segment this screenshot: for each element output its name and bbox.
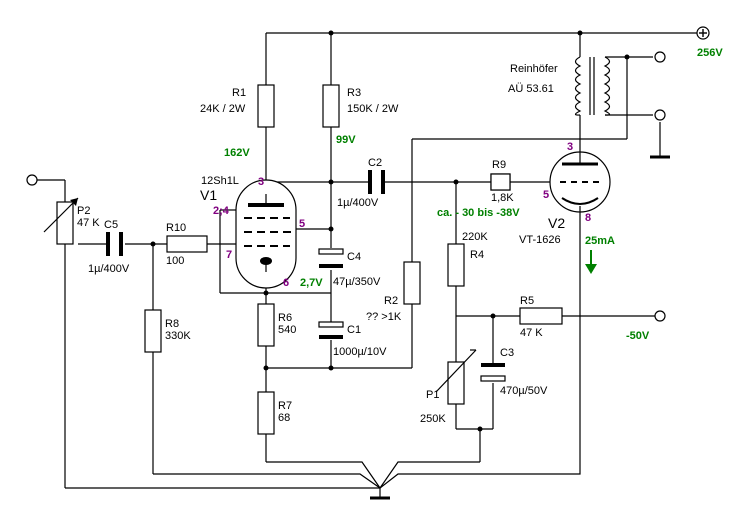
c5-value: 1µ/400V — [88, 263, 130, 275]
capacitor-c2 — [368, 170, 385, 194]
resistor-r4 — [447, 243, 465, 287]
potentiometer-p1 — [435, 349, 477, 405]
capacitor-c4 — [318, 248, 344, 268]
v1-pin-heater: 6 — [283, 277, 289, 289]
r7-ref: R7 — [278, 400, 292, 412]
r4-ref: R4 — [470, 249, 484, 261]
capacitor-c1 — [318, 321, 344, 339]
v1-ref: V1 — [200, 187, 217, 203]
r5-value: 47 K — [520, 327, 543, 339]
resistor-r2 — [403, 261, 421, 305]
v1-screen-voltage: 99V — [336, 134, 356, 146]
c5-ref: C5 — [104, 219, 118, 231]
resistor-r5 — [519, 307, 563, 325]
v1-cathode-voltage: 2,7V — [300, 277, 323, 289]
r3-ref: R3 — [347, 87, 361, 99]
resistor-r10 — [166, 235, 208, 253]
r9-value: 1,8K — [491, 192, 514, 204]
r1-ref: R1 — [232, 87, 246, 99]
v2-pin-anode: 3 — [567, 141, 573, 153]
resistor-r3 — [322, 84, 340, 128]
r6-ref: R6 — [278, 312, 292, 324]
r8-ref: R8 — [165, 318, 179, 330]
capacitor-c5 — [106, 232, 123, 256]
c2-ref: C2 — [368, 157, 382, 169]
output-transformer — [574, 56, 611, 116]
potentiometer-p2 — [43, 197, 79, 245]
resistor-r8 — [144, 309, 162, 353]
c1-value: 1000µ/10V — [333, 346, 387, 358]
r7-value: 68 — [278, 412, 290, 424]
v2-pin-cathode: 8 — [585, 212, 591, 224]
r5-ref: R5 — [520, 295, 534, 307]
p2-value: 47 K — [77, 217, 100, 229]
v1-pin-cathode: 7 — [226, 249, 232, 261]
c1-ref: C1 — [347, 324, 361, 336]
r9-ref: R9 — [492, 159, 506, 171]
current-arrow — [585, 250, 597, 274]
junction-dots — [150, 30, 630, 432]
c4-value: 47µ/350V — [333, 276, 381, 288]
input-terminal — [26, 174, 38, 186]
v1-pin-anode: 3 — [258, 176, 264, 188]
labels: R1 24K / 2W R3 150K / 2W C2 1µ/400V R9 1… — [77, 47, 723, 425]
c3-ref: C3 — [500, 347, 514, 359]
tube-v2 — [549, 150, 611, 230]
output-terminal-top — [654, 51, 666, 63]
resistor-r6 — [257, 303, 275, 347]
bias-voltage: -50V — [626, 330, 650, 342]
terminals — [26, 26, 710, 322]
resistor-r9-body — [490, 173, 511, 191]
v2-grid-voltage: ca. - 30 bis -38V — [437, 207, 520, 219]
r10-ref: R10 — [166, 222, 186, 234]
v2-pin-grid: 5 — [543, 189, 549, 201]
output-terminal-bottom — [654, 109, 666, 121]
r10-value: 100 — [166, 255, 184, 267]
r8-value: 330K — [165, 330, 191, 342]
v2-type: VT-1626 — [519, 234, 561, 246]
wiring — [37, 32, 697, 500]
v1-pin-screen: 5 — [299, 218, 305, 230]
v1-pin-grid: 2;4 — [213, 205, 230, 217]
r2-value: ?? >1K — [366, 311, 402, 323]
p1-value: 250K — [420, 413, 446, 425]
p1-ref: P1 — [426, 389, 439, 401]
transformer-model: AÜ 53.61 — [508, 83, 554, 95]
v2-current: 25mA — [585, 235, 615, 247]
bias-terminal — [654, 310, 666, 322]
p2-ref: P2 — [77, 205, 90, 217]
tube-v1 — [235, 179, 297, 289]
r3-value: 150K / 2W — [347, 103, 399, 115]
c4-ref: C4 — [347, 251, 361, 263]
v1-type: 12Sh1L — [201, 175, 239, 187]
resistor-r1 — [257, 84, 275, 128]
v1-anode-voltage: 162V — [224, 147, 250, 159]
b-plus-voltage: 256V — [697, 47, 723, 59]
resistor-r7 — [257, 391, 275, 435]
c2-value: 1µ/400V — [337, 197, 379, 209]
transformer-maker: Reinhöfer — [510, 63, 558, 75]
v2-ref: V2 — [548, 215, 565, 231]
capacitor-c3 — [480, 363, 506, 382]
c3-value: 470µ/50V — [500, 385, 548, 397]
r6-value: 540 — [278, 324, 296, 336]
r1-value: 24K / 2W — [200, 103, 246, 115]
r4-value: 220K — [462, 231, 488, 243]
r2-ref: R2 — [384, 295, 398, 307]
